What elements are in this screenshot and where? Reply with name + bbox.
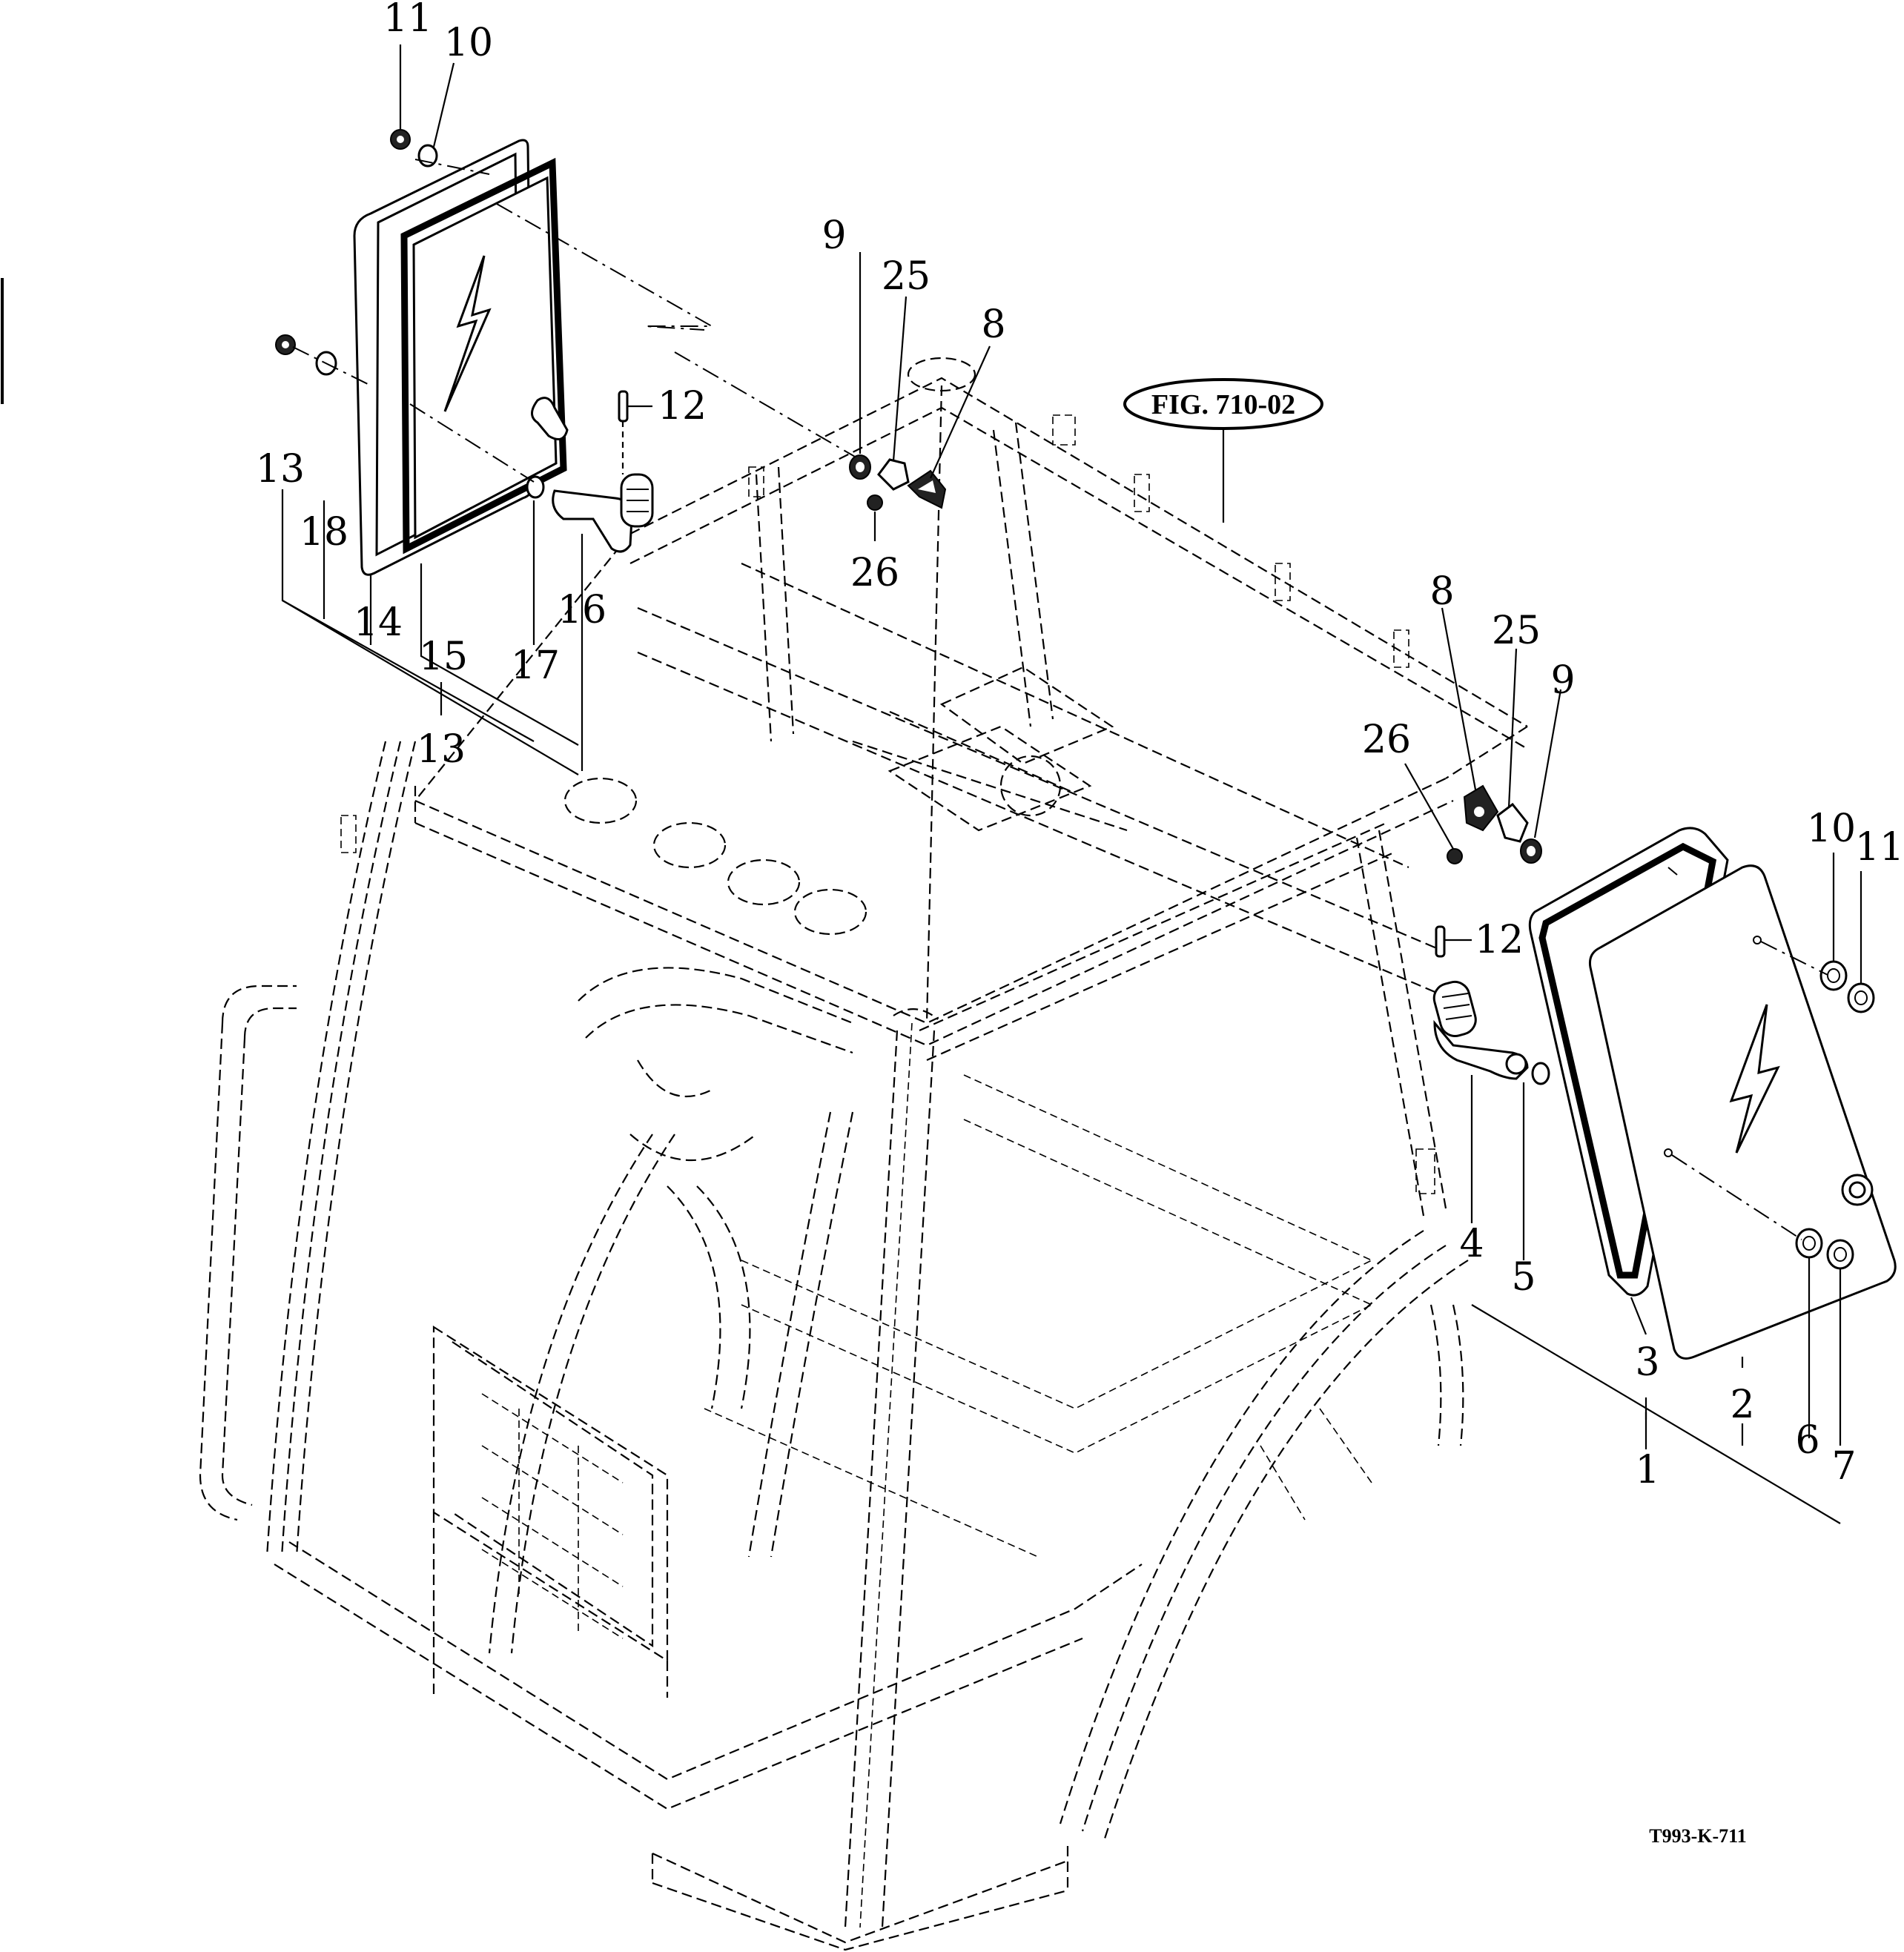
callout-1-assembly: 1	[1635, 1448, 1659, 1492]
callout-26-right: 26	[1362, 718, 1411, 762]
pin-12-left	[618, 390, 629, 423]
screw-26-left	[867, 494, 883, 511]
drawing-number: T993-K-711	[1649, 1825, 1746, 1847]
callout-13-assembly: 13	[417, 727, 466, 772]
washer-10-top	[417, 144, 438, 168]
callout-9-left: 9	[822, 214, 846, 258]
callout-14: 14	[354, 601, 403, 645]
callout-16: 16	[558, 588, 606, 632]
callout-4: 4	[1459, 1222, 1484, 1266]
callout-6: 6	[1795, 1418, 1819, 1463]
callout-10-right: 10	[1807, 807, 1856, 851]
callout-10-top: 10	[444, 21, 493, 65]
callout-7: 7	[1831, 1444, 1856, 1489]
callout-11-top: 11	[383, 0, 432, 41]
callout-18: 18	[300, 510, 348, 555]
bracket-25-right	[1496, 802, 1529, 843]
right-window-assembly	[1432, 827, 1897, 1360]
window-handle-16	[552, 489, 633, 553]
right-window-leaders	[1470, 853, 1862, 1524]
callout-15: 15	[419, 635, 468, 679]
left-window-glass	[412, 176, 558, 540]
callout-25-right: 25	[1492, 609, 1541, 653]
screw-26-right	[1447, 848, 1463, 864]
bracket-25-left	[877, 458, 910, 491]
callout-9-right: 9	[1550, 658, 1575, 703]
cab-frame	[199, 357, 1528, 1951]
callout-17: 17	[511, 644, 560, 688]
callout-2: 2	[1730, 1383, 1754, 1427]
callout-8-right: 8	[1429, 569, 1454, 614]
washer-5	[1531, 1062, 1550, 1085]
right-window-frame	[1538, 842, 1717, 1279]
right-latch-hardware	[1404, 607, 1562, 958]
callout-11-right: 11	[1855, 825, 1904, 870]
figure-reference-oval	[1123, 378, 1323, 430]
left-latch-hardware	[849, 252, 991, 541]
left-window-frame	[400, 157, 567, 555]
callout-13-nut: 13	[256, 447, 305, 492]
callout-12-right: 12	[1475, 918, 1524, 962]
callout-8-left: 8	[981, 302, 1005, 347]
callout-25-left: 25	[882, 254, 930, 299]
callout-labels: 11 10 13 18 14 15 17 16 12 13 9 25 8 26 …	[256, 0, 1904, 1492]
pin-12-right	[1435, 925, 1446, 958]
callout-3: 3	[1635, 1340, 1659, 1385]
left-window-assembly	[275, 129, 861, 576]
callout-26-left: 26	[850, 551, 899, 595]
lightning-bolt-icon	[443, 255, 492, 412]
washer-17	[526, 475, 545, 499]
figure-reference-label: FIG. 710-02	[1151, 389, 1295, 420]
left-window-leaders	[281, 44, 652, 775]
figure-reference: FIG. 710-02	[1123, 378, 1323, 430]
window-handle-4	[1432, 980, 1477, 1037]
callout-12-left: 12	[658, 384, 707, 429]
lightning-bolt-icon	[1729, 1004, 1780, 1154]
callout-5: 5	[1511, 1255, 1536, 1300]
